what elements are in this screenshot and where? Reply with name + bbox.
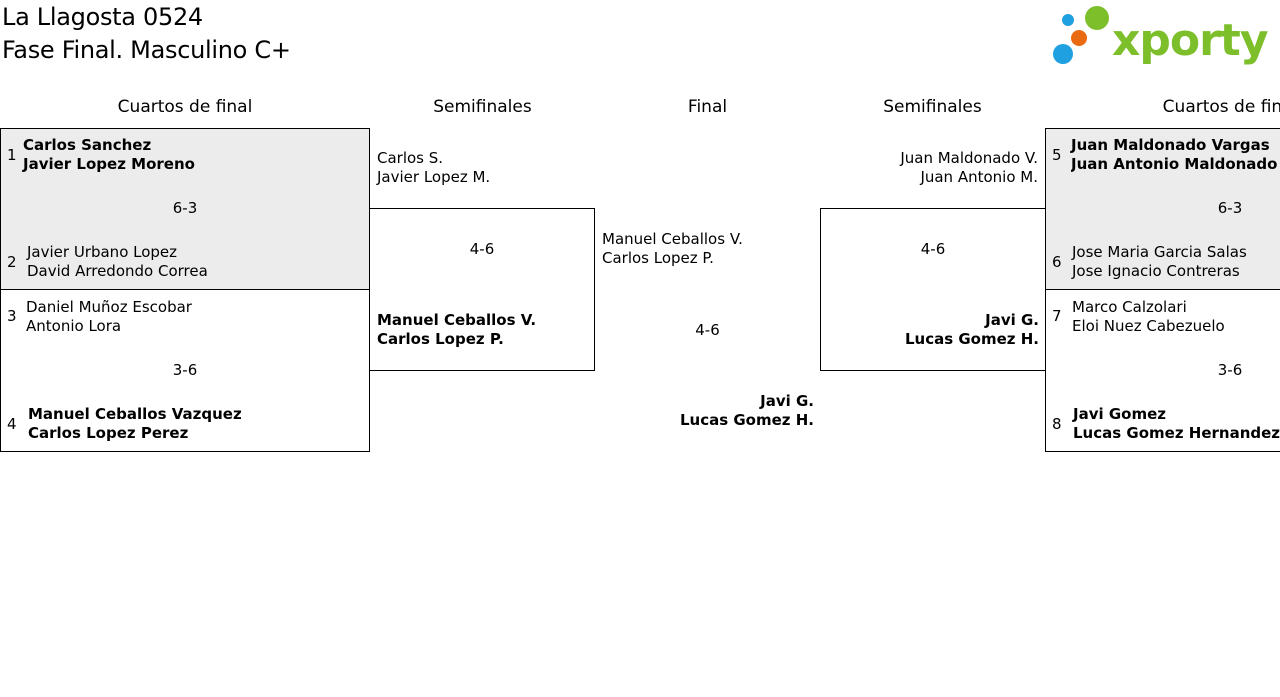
match-score: 4-6 [469, 240, 495, 258]
player-name: Antonio Lora [26, 317, 122, 335]
player-name: Javi G. [760, 392, 814, 410]
seed-number: 5 [1052, 146, 1062, 164]
column-header-final: Final [687, 97, 728, 117]
seed-number: 4 [7, 415, 17, 433]
match-score: 3-6 [1217, 361, 1243, 379]
match-score: 4-6 [920, 240, 946, 258]
player-name: Manuel Ceballos Vazquez [28, 405, 242, 423]
player-name: Manuel Ceballos V. [377, 311, 537, 329]
seed-number: 7 [1052, 307, 1062, 325]
seed-number: 8 [1052, 415, 1062, 433]
player-name: Lucas Gomez H. [679, 411, 814, 429]
match-semifinal-left [369, 208, 595, 371]
column-header-quarters-left: Cuartos de final [117, 97, 253, 117]
player-name: Carlos Sanchez [23, 136, 152, 154]
player-name: Javi G. [985, 311, 1039, 329]
logo-wordmark: xporty [1112, 15, 1268, 66]
draw-subtitle: Fase Final. Masculino C+ [2, 36, 291, 64]
column-header-semis-left: Semifinales [433, 97, 532, 117]
player-name: David Arredondo Correa [27, 262, 208, 280]
match-score: 6-3 [1217, 199, 1243, 217]
match-score: 4-6 [695, 321, 720, 339]
player-name: Javier Urbano Lopez [27, 243, 178, 261]
player-name: Lucas Gomez H. [904, 330, 1039, 348]
seed-number: 2 [7, 253, 17, 271]
seed-number: 6 [1052, 253, 1062, 271]
column-header-semis-right: Semifinales [883, 97, 982, 117]
match-score: 6-3 [172, 199, 198, 217]
seed-number: 3 [7, 307, 17, 325]
player-name: Marco Calzolari [1072, 298, 1187, 316]
player-name: Juan Maldonado Vargas [1071, 136, 1270, 154]
player-name: Juan Antonio Maldonado Fr [1071, 155, 1280, 173]
player-name: Carlos Lopez Perez [28, 424, 189, 442]
seed-number: 1 [7, 146, 17, 164]
tournament-title: La Llagosta 0524 [2, 3, 203, 31]
player-name: Javi Gomez [1073, 405, 1166, 423]
match-score: 3-6 [172, 361, 198, 379]
player-name: Daniel Muñoz Escobar [26, 298, 192, 316]
match-quarter-3 [1045, 128, 1280, 290]
match-quarter-1 [0, 128, 370, 290]
player-name: Jose Maria Garcia Salas [1072, 243, 1247, 261]
player-name: Carlos S. [377, 149, 444, 167]
player-name: Juan Antonio M. [920, 168, 1038, 186]
player-name: Eloi Nuez Cabezuelo [1072, 317, 1225, 335]
player-name: Carlos Lopez P. [377, 330, 504, 348]
player-name: Carlos Lopez P. [602, 249, 714, 267]
xporty-logo-mark: xporty [1053, 6, 1269, 66]
player-name: Javier Lopez M. [377, 168, 491, 186]
player-name: Javier Lopez Moreno [23, 155, 195, 173]
player-name: Jose Ignacio Contreras [1072, 262, 1240, 280]
player-name: Juan Maldonado V. [900, 149, 1038, 167]
column-header-quarters-right: Cuartos de final [1162, 97, 1280, 117]
match-quarter-4 [1045, 289, 1280, 452]
xporty-logo: xporty [1052, 4, 1276, 66]
player-name: Lucas Gomez Hernandez [1073, 424, 1280, 442]
player-name: Manuel Ceballos V. [602, 230, 743, 248]
